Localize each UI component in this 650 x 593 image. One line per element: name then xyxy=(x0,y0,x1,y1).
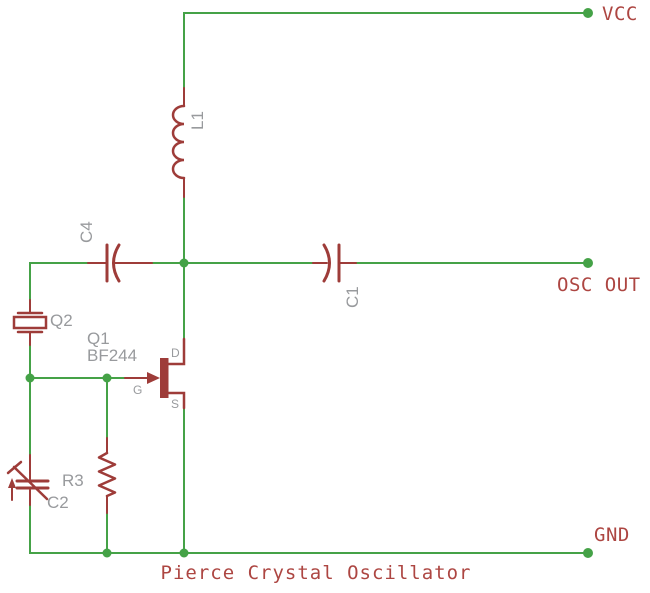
q1-drain-lead[interactable] xyxy=(166,337,186,366)
c1-ref-label: C1 xyxy=(343,286,362,308)
ref-label-layer: L1 C4 C1 Q2 Q1 BF244 R3 C2 D G S xyxy=(47,111,362,512)
q1-gate-pin-label: G xyxy=(133,383,142,397)
wire-vcc-net[interactable] xyxy=(183,12,589,88)
component-l1-inductor[interactable] xyxy=(171,87,186,198)
c2-trim-diagonal[interactable] xyxy=(12,465,49,501)
vcc-pin-dot[interactable] xyxy=(583,8,593,18)
osc-out-pin-dot[interactable] xyxy=(583,258,593,268)
wire-gnd-rail[interactable] xyxy=(29,504,589,554)
q1-source-lead[interactable] xyxy=(166,391,186,410)
component-c2-trimmer[interactable] xyxy=(6,454,50,506)
r3-ref-label: R3 xyxy=(62,471,84,490)
r3-zigzag[interactable] xyxy=(97,451,117,498)
symbol-layer xyxy=(6,87,357,514)
wire-layer xyxy=(29,12,589,554)
junction-dot xyxy=(179,548,189,558)
c2-trim-slot[interactable] xyxy=(6,460,23,475)
q2-ref-label: Q2 xyxy=(50,311,73,330)
gnd-net-label: GND xyxy=(594,524,630,546)
gnd-pin-dot[interactable] xyxy=(583,548,593,558)
q1-source-pin-label: S xyxy=(171,397,179,411)
c2-ref-label: C2 xyxy=(47,493,69,512)
l1-ref-label: L1 xyxy=(188,111,207,130)
q1-ref-label: Q1 xyxy=(87,329,110,348)
junction-dot xyxy=(102,548,112,558)
wire-left-rail-top[interactable] xyxy=(29,262,89,301)
q1-drain-pin-label: D xyxy=(171,346,180,360)
component-r3-resistor[interactable] xyxy=(97,437,117,514)
q2-body[interactable] xyxy=(12,315,48,330)
schematic-caption: Pierce Crystal Oscillator xyxy=(161,562,472,584)
net-label-layer: VCC OSC OUT GND Pierce Crystal Oscillato… xyxy=(161,3,641,584)
q1-gate-arrow[interactable] xyxy=(147,372,160,384)
q1-value-label: BF244 xyxy=(87,346,137,365)
junction-dot xyxy=(25,373,35,383)
component-c1-capacitor[interactable] xyxy=(312,243,357,283)
junction-dot xyxy=(179,258,189,268)
q1-channel-bar[interactable] xyxy=(160,358,169,398)
vcc-net-label: VCC xyxy=(602,3,638,25)
junction-layer xyxy=(25,8,593,558)
l1-coil[interactable] xyxy=(171,104,186,180)
c2-adjust-arrow-head[interactable] xyxy=(8,478,16,488)
component-c4-capacitor[interactable] xyxy=(87,243,153,283)
c4-ref-label: C4 xyxy=(77,221,96,243)
junction-dot xyxy=(102,373,112,383)
c1-plate-curved[interactable] xyxy=(322,243,331,283)
osc-out-net-label: OSC OUT xyxy=(557,274,641,296)
component-q1-jfet[interactable] xyxy=(124,337,186,410)
component-q2-crystal[interactable] xyxy=(12,299,48,346)
